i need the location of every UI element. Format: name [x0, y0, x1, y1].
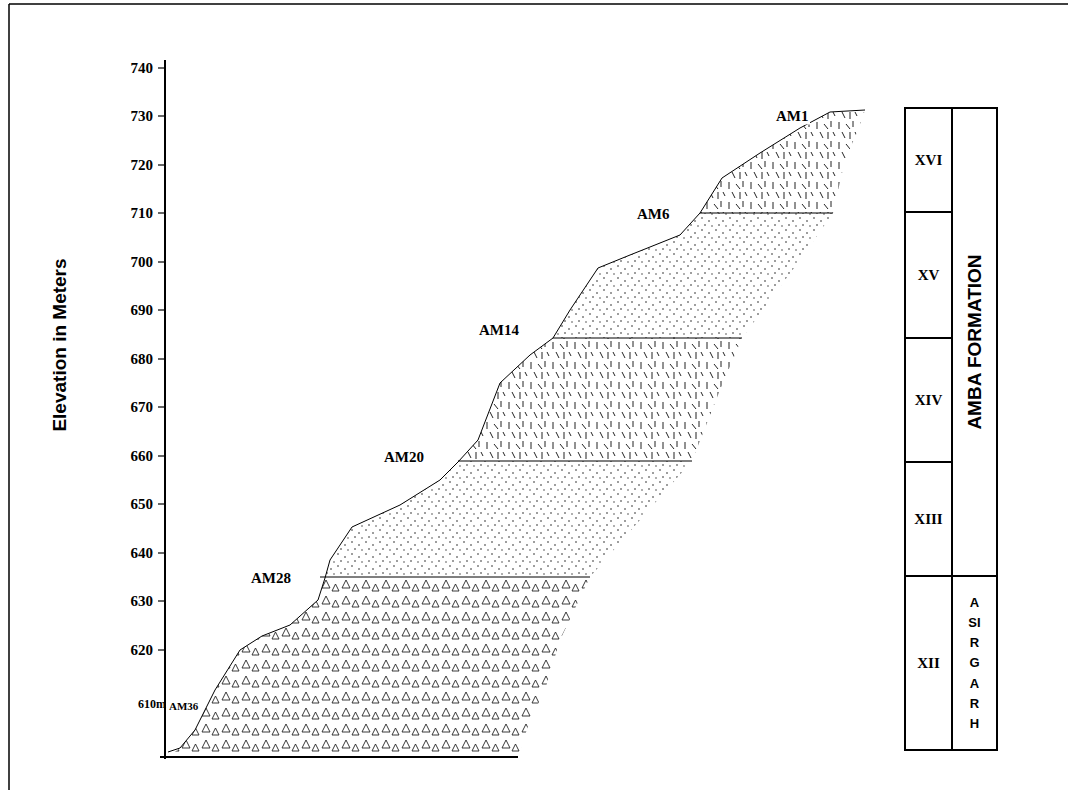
- axis-value: 710: [131, 205, 154, 222]
- axis-title: Elevation in Meters: [49, 258, 71, 431]
- axis-value: 650: [131, 496, 154, 513]
- axis-value: 740: [131, 60, 154, 77]
- sample-label: AM1: [775, 108, 810, 125]
- axis-value: 640: [131, 545, 154, 562]
- unit-box: XIII: [905, 462, 952, 576]
- axis-value: 660: [131, 448, 154, 465]
- axis-value: 730: [131, 108, 154, 125]
- axis-value: 610m: [138, 697, 166, 712]
- axis-value: 630: [131, 593, 154, 610]
- unit-box: XVI: [905, 108, 952, 212]
- unit-number: XIII: [914, 511, 942, 528]
- formation-name: AMBA FORMATION: [964, 254, 986, 429]
- unit-box: XII: [905, 576, 952, 750]
- formation-box: ASIRGARH: [952, 576, 997, 750]
- axis-value: 700: [131, 254, 154, 271]
- sample-label: AM14: [478, 322, 520, 339]
- sample-label: AM28: [250, 570, 292, 587]
- axis-value: 680: [131, 351, 154, 368]
- formation-name: ASIRGARH: [968, 593, 981, 734]
- unit-number: XII: [917, 655, 940, 672]
- unit-box: XIV: [905, 338, 952, 462]
- axis-value: 690: [131, 302, 154, 319]
- sample-label: AM20: [383, 449, 425, 466]
- formation-box: AMBA FORMATION: [952, 108, 997, 576]
- axis-value: 670: [131, 399, 154, 416]
- unit-number: XIV: [915, 392, 943, 409]
- sample-label: AM6: [636, 206, 671, 223]
- unit-number: XVI: [915, 152, 943, 169]
- sample-label: AM36: [168, 700, 199, 712]
- axis-value: 620: [131, 642, 154, 659]
- axis-value: 720: [131, 157, 154, 174]
- unit-box: XV: [905, 212, 952, 338]
- unit-number: XV: [918, 267, 940, 284]
